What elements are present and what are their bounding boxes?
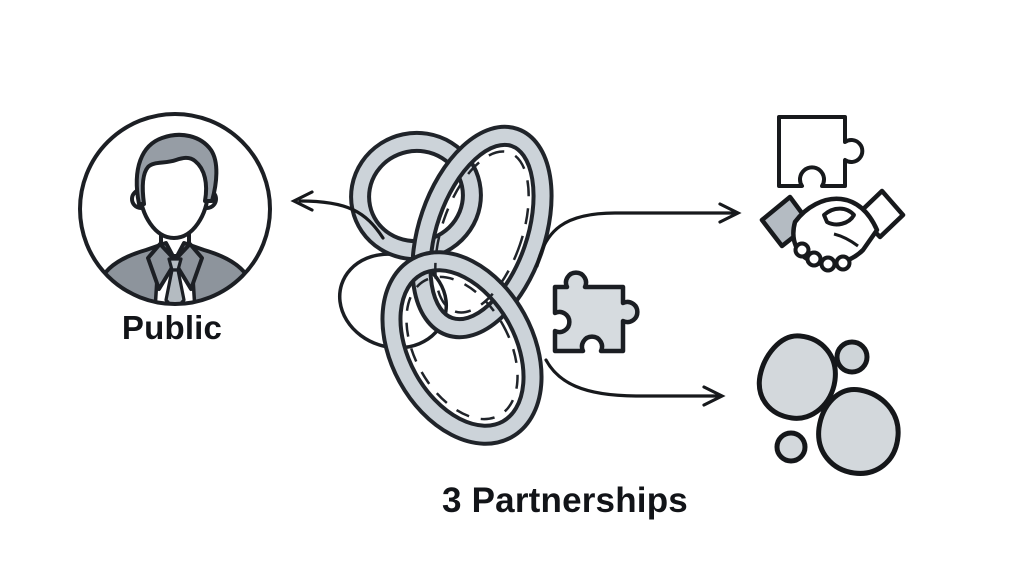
handshake-icon — [759, 188, 906, 273]
diagram-title: 3 Partnerships — [442, 481, 688, 520]
tangle-knot-icon — [337, 124, 554, 446]
arrow-to-partnership — [535, 202, 742, 268]
puzzle-outline-icon — [777, 115, 865, 188]
arrow-to-resources — [544, 358, 726, 407]
puzzle-piece-icon — [552, 270, 640, 354]
public-node-label: Public — [121, 309, 223, 346]
businessman-avatar-icon — [78, 112, 272, 306]
stones-icon — [756, 333, 901, 476]
arrow-to-public — [290, 190, 385, 240]
